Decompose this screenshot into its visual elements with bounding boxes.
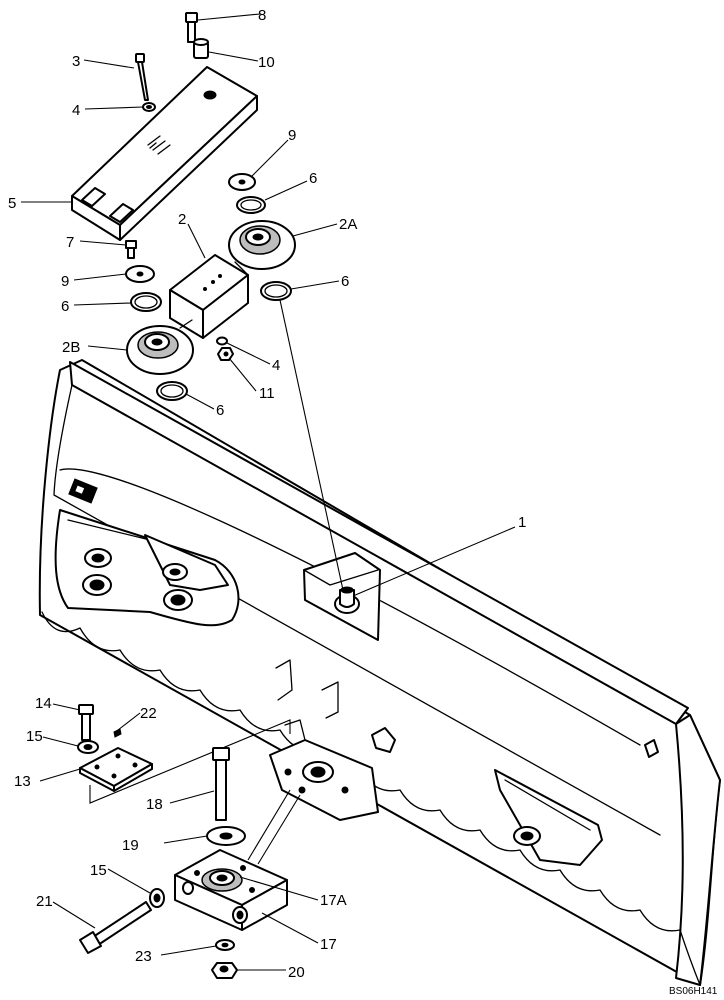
callout-7: 7 (66, 234, 74, 251)
plate-13 (79, 747, 153, 792)
dozer-blade (38, 359, 721, 986)
callout-2: 2 (178, 211, 186, 228)
bolt-3 (135, 53, 149, 101)
callout-8: 8 (258, 7, 266, 24)
bolt-18 (212, 747, 230, 821)
callout-9: 9 (288, 127, 296, 144)
callout-17a: 17A (320, 892, 347, 909)
callout-19: 19 (122, 837, 139, 854)
pin-22 (113, 728, 122, 738)
ball-joint-2a (228, 220, 296, 276)
callout-3: 3 (72, 53, 80, 70)
bolt-7 (125, 240, 137, 259)
pivot-block (169, 254, 249, 339)
callout-6: 6 (341, 273, 349, 290)
callout-9: 9 (61, 273, 69, 290)
callout-4: 4 (72, 102, 80, 119)
trunnion-block-17 (174, 849, 288, 931)
callout-13: 13 (14, 773, 31, 790)
callout-labels: 8 10 3 4 9 6 5 2 2A 7 9 6 6 2B 4 11 6 1 … (8, 7, 526, 981)
callout-6: 6 (61, 298, 69, 315)
callout-22: 22 (140, 705, 157, 722)
ball-joint-2b (126, 319, 194, 375)
callout-leaders (21, 13, 516, 971)
callout-5: 5 (8, 195, 16, 212)
callout-2a: 2A (339, 216, 357, 233)
callout-20: 20 (288, 964, 305, 981)
callout-2b: 2B (62, 339, 80, 356)
bolt-8 (185, 12, 198, 43)
callout-23: 23 (135, 948, 152, 965)
callout-6: 6 (216, 402, 224, 419)
callout-6: 6 (309, 170, 317, 187)
callout-1: 1 (518, 514, 526, 531)
drawing-code: BS06H141 (669, 986, 718, 997)
bolt-21 (79, 901, 152, 954)
callout-4: 4 (272, 357, 280, 374)
callout-17: 17 (320, 936, 337, 953)
callout-18: 18 (146, 796, 163, 813)
bolt-14 (78, 704, 94, 741)
bushing-10 (193, 38, 209, 59)
callout-21: 21 (36, 893, 53, 910)
push-arm (71, 66, 258, 241)
callout-10: 10 (258, 54, 275, 71)
callout-14: 14 (35, 695, 52, 712)
callout-15: 15 (26, 728, 43, 745)
callout-11: 11 (259, 385, 275, 402)
washer-4-lower (216, 336, 228, 346)
callout-15: 15 (90, 862, 107, 879)
